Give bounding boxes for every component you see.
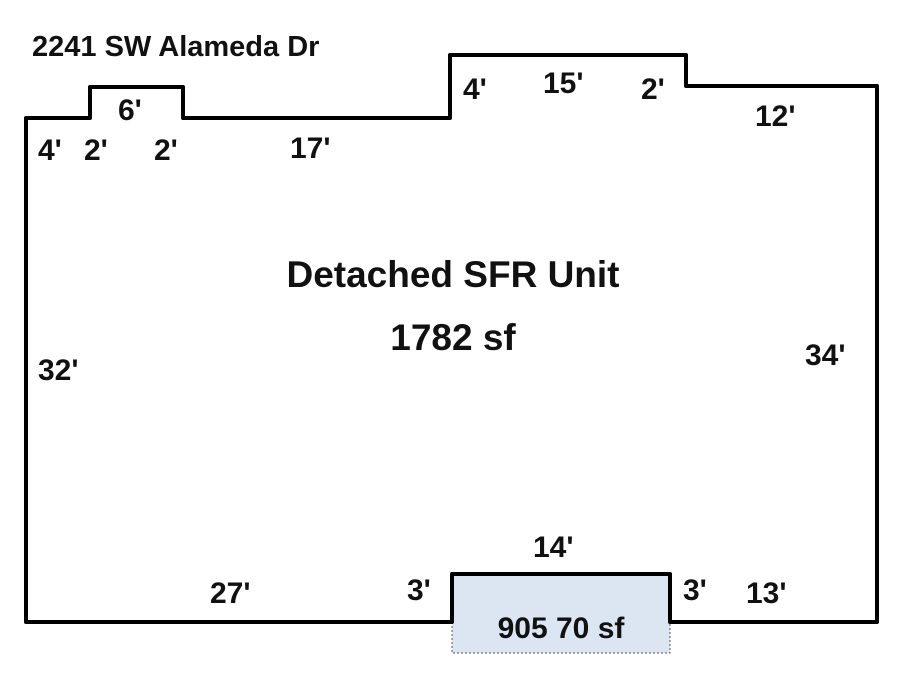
dim-label: 32' [38, 354, 79, 387]
address-title: 2241 SW Alameda Dr [32, 31, 319, 63]
dim-label: 12' [755, 100, 796, 133]
dim-label: 4' [463, 73, 487, 106]
dim-label: 2' [154, 134, 178, 167]
annex-area [451, 573, 671, 654]
dim-label: 13' [746, 577, 787, 610]
annex-area-label: 905 70 sf [498, 612, 626, 645]
dim-label: 3' [683, 574, 707, 607]
dim-label: 14' [533, 531, 574, 564]
dim-label: 2' [84, 134, 108, 167]
building-outline [24, 53, 879, 624]
dim-label: 6' [118, 94, 142, 127]
dim-label: 2' [641, 73, 665, 106]
dim-label: 34' [805, 339, 846, 372]
dim-label: 27' [210, 577, 251, 610]
dim-label: 3' [407, 574, 431, 607]
unit-label: Detached SFR Unit [286, 254, 619, 295]
dim-label: 15' [543, 67, 584, 100]
dim-label: 17' [290, 132, 331, 165]
unit-area: 1782 sf [390, 317, 516, 358]
dim-label: 4' [38, 134, 62, 167]
